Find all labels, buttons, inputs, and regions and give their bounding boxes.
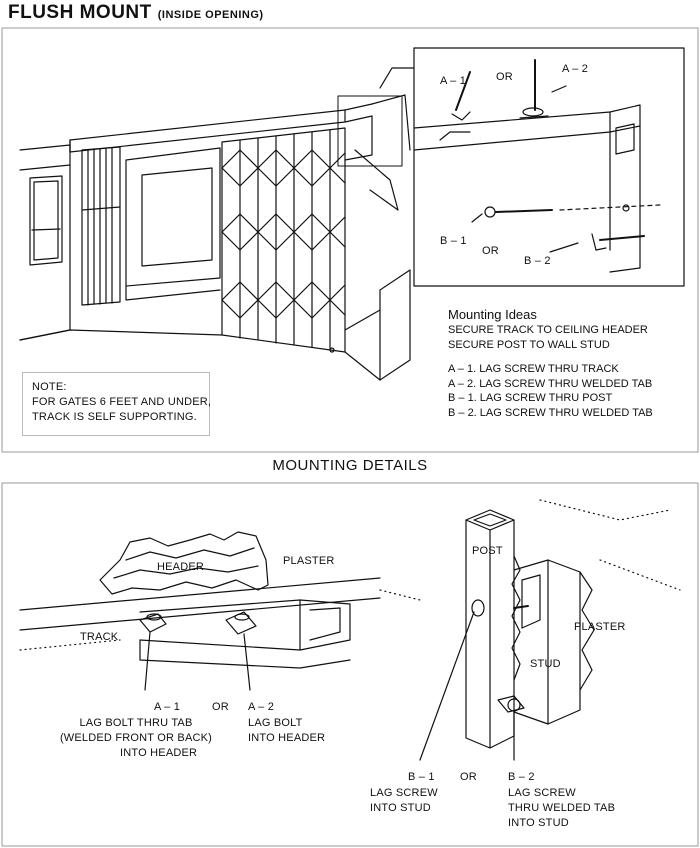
track-label: TRACK [80, 631, 119, 643]
storefront-drawing [19, 67, 415, 381]
b2-description-line: LAG SCREW [508, 787, 576, 799]
mounting-ideas-heading: Mounting Ideas [448, 307, 537, 322]
note-line: TRACK IS SELF SUPPORTING. [32, 411, 197, 423]
inset-label-a1: A – 1 [440, 75, 467, 87]
inset-label-b2: B – 2 [524, 255, 551, 267]
header-label-or: OR [212, 701, 229, 713]
header-label-a1: A – 1 [154, 701, 181, 713]
mounting-ideas: Mounting Ideas SECURE TRACK TO CEILING H… [448, 306, 653, 420]
inset-track-drawing [413, 59, 661, 273]
a1-description-line: INTO HEADER [120, 747, 198, 759]
a1-description-line: (WELDED FRONT OR BACK) [59, 732, 213, 744]
mounting-ideas-line: B – 1. LAG SCREW THRU POST [448, 392, 613, 404]
post-label-b2: B – 2 [508, 771, 535, 783]
note-box [22, 372, 210, 436]
b1-description-line: LAG SCREW [370, 787, 438, 799]
section-title: MOUNTING DETAILS [272, 457, 428, 474]
b2-description-line: THRU WELDED TAB [508, 802, 616, 814]
stud-label: STUD [530, 658, 561, 670]
inset-label-a2: A – 2 [562, 63, 589, 75]
inset-label-or-top: OR [496, 71, 513, 83]
title-subtitle: (INSIDE OPENING) [157, 9, 264, 21]
title-main: FLUSH MOUNT [8, 2, 152, 23]
inset-label-or-bottom: OR [482, 245, 499, 257]
page-title: FLUSH MOUNT (INSIDE OPENING) [8, 2, 264, 24]
header-label-a2: A – 2 [248, 701, 275, 713]
plaster-label-left: PLASTER [283, 555, 335, 567]
note-line: FOR GATES 6 FEET AND UNDER, [32, 396, 212, 408]
inset-label-b1: B – 1 [440, 235, 467, 247]
post-label-b1: B – 1 [408, 771, 435, 783]
mounting-ideas-line: A – 1. LAG SCREW THRU TRACK [448, 363, 619, 375]
header-label: HEADER [157, 561, 205, 573]
a2-description-line: LAG BOLT [248, 717, 303, 729]
a1-description-line: LAG BOLT THRU TAB [79, 717, 193, 729]
post-label: POST [472, 545, 503, 557]
plaster-label-right: PLASTER [574, 621, 626, 633]
post-label-or: OR [460, 771, 477, 783]
b1-description-line: INTO STUD [370, 802, 431, 814]
note-line: NOTE: [32, 381, 67, 393]
mounting-ideas-line: SECURE POST TO WALL STUD [448, 338, 610, 351]
mounting-ideas-line: B – 2. LAG SCREW THRU WELDED TAB [448, 406, 653, 419]
post-detail-drawing [419, 499, 681, 761]
header-detail-drawing [19, 531, 421, 691]
inset-detail-box [413, 47, 685, 287]
b2-description-line: INTO STUD [508, 817, 569, 829]
mounting-ideas-line: A – 2. LAG SCREW THRU WELDED TAB [448, 377, 653, 390]
expanding-gate [221, 127, 346, 353]
a2-description-line: INTO HEADER [248, 732, 326, 744]
mounting-ideas-line: SECURE TRACK TO CEILING HEADER [448, 324, 648, 336]
mounting-ideas-spacer [448, 352, 653, 362]
left-gate-folded [81, 146, 121, 306]
bottom-panel-frame [1, 482, 699, 847]
